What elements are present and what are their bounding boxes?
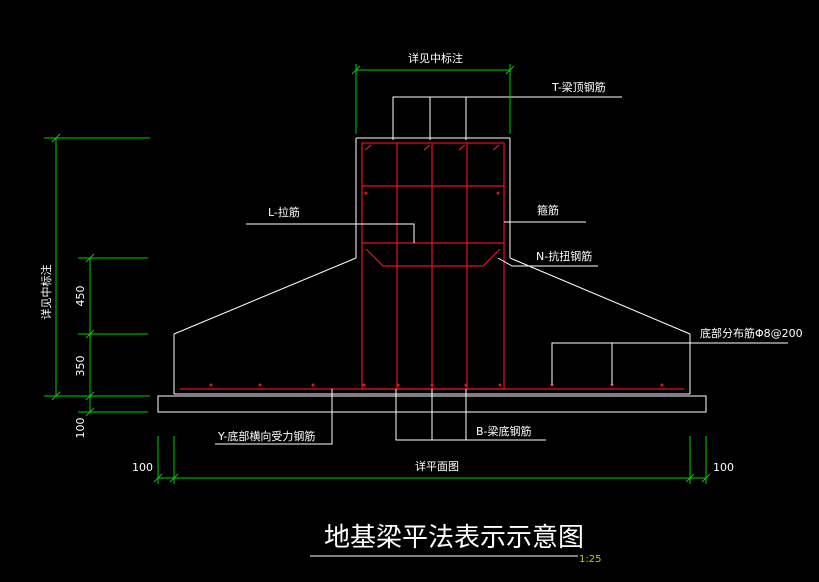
diagram-title: 地基梁平法表示示意图: [324, 523, 584, 553]
rebar-cage: [180, 142, 684, 390]
t-rebar-label: T-梁顶钢筋: [551, 80, 606, 94]
dim-100-left: 100: [132, 461, 153, 474]
top-dim-label: 详见中标注: [408, 51, 463, 65]
left-total-dim: 详见中标注: [39, 265, 53, 320]
dim-350: 350: [74, 356, 87, 377]
dimension-lines: [44, 64, 711, 484]
b-rebar-label: B-梁底钢筋: [476, 424, 532, 438]
dim-450: 450: [74, 286, 87, 307]
n-rebar-label: N-抗扭钢筋: [536, 249, 592, 263]
leader-lines: [215, 96, 788, 445]
rebar-dots: [209, 191, 664, 387]
dim-100-vertical: 100: [74, 418, 87, 439]
scale-label: 1:25: [579, 554, 601, 565]
stirrup-label: 箍筋: [537, 203, 559, 217]
width-dim-label: 详平面图: [415, 459, 459, 473]
l-tie-label: L-拉筋: [268, 205, 300, 219]
dist-rebar-label: 底部分布筋Φ8@200: [700, 326, 803, 340]
dim-100-right: 100: [713, 461, 734, 474]
y-rebar-label: Y-底部横向受力钢筋: [217, 429, 315, 443]
